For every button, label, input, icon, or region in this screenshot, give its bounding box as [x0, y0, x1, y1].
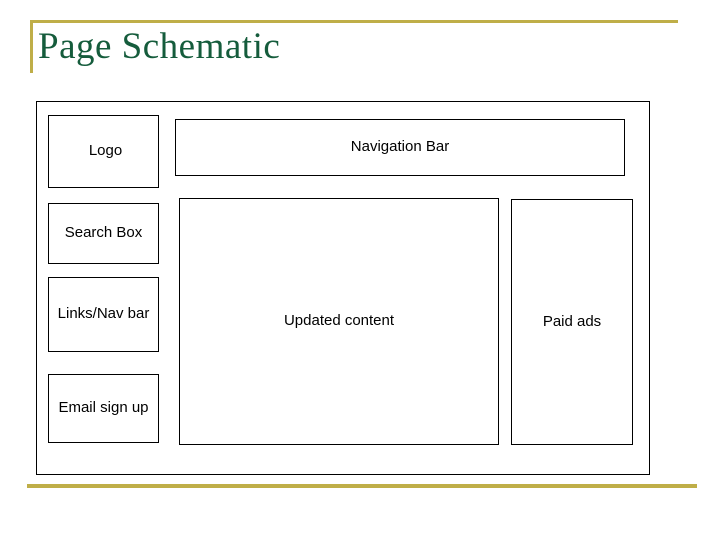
- page-schematic-diagram: Logo Search Box Links/Nav bar Email sign…: [36, 101, 650, 475]
- schematic-box-email-sign-up: Email sign up: [48, 374, 159, 443]
- schematic-box-email-sign-up-label: Email sign up: [58, 399, 149, 417]
- title-rule-left: [30, 20, 33, 73]
- schematic-box-paid-ads: Paid ads: [511, 199, 633, 445]
- schematic-box-navigation-bar-label: Navigation Bar: [350, 138, 450, 156]
- schematic-box-links-nav-bar-label: Links/Nav bar: [57, 305, 150, 323]
- page-title: Page Schematic: [38, 26, 281, 67]
- schematic-box-paid-ads-label: Paid ads: [542, 312, 602, 330]
- footer-rule: [27, 484, 697, 488]
- schematic-box-navigation-bar: Navigation Bar: [175, 119, 625, 176]
- title-rule-top: [30, 20, 678, 23]
- schematic-box-links-nav-bar: Links/Nav bar: [48, 277, 159, 352]
- schematic-box-updated-content-label: Updated content: [283, 312, 395, 330]
- schematic-box-logo-label: Logo: [88, 142, 123, 160]
- schematic-box-logo: Logo: [48, 115, 159, 188]
- schematic-box-search-box-label: Search Box: [64, 224, 143, 242]
- schematic-box-updated-content: Updated content: [179, 198, 499, 445]
- schematic-box-search-box: Search Box: [48, 203, 159, 264]
